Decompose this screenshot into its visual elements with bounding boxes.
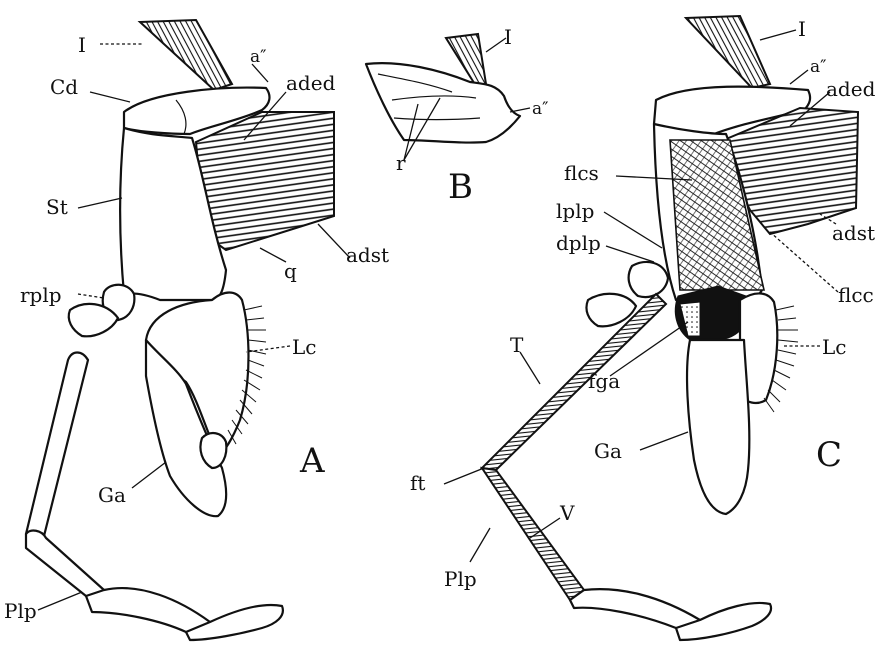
label-c-lplp: lplp [556,199,594,223]
label-c-flcc: flcc [838,283,874,307]
panel-b-cardo [366,63,520,142]
label-c-dplp: dplp [556,231,601,255]
panel-c-palp-segment-3 [570,589,700,630]
panel-a-palp-segment-4 [86,588,210,634]
panel-b-letter: B [448,167,473,207]
label-c-plp: Plp [444,567,477,591]
panel-c-palp-segment-t [482,294,666,470]
label-a-a-double-prime: a″ [250,47,267,67]
label-a-cd: Cd [50,75,78,99]
panel-a-tendon-i [140,20,232,90]
label-c-v: V [559,501,575,525]
label-c-fga: fga [588,369,620,393]
label-a-aded: aded [286,71,336,95]
label-c-t: T [510,333,524,357]
label-b-a-double-prime: a″ [532,99,549,119]
panel-a [26,20,334,640]
label-a-ga: Ga [98,483,126,507]
panel-b [366,34,520,143]
label-a-rplp: rplp [20,283,62,307]
label-c-ga: Ga [594,439,622,463]
label-a-i: I [78,33,86,57]
label-b-i: I [504,25,512,49]
panel-c-palp-segment-v [482,468,584,600]
panel-c-palpifer [629,262,668,297]
label-c-flcs: flcs [564,161,599,185]
panel-c-letter: C [816,435,842,475]
label-a-plp: Plp [4,599,37,623]
label-a-st: St [46,195,68,219]
label-c-i: I [798,17,806,41]
label-c-adst: adst [832,221,875,245]
panel-c-tendon-i [686,16,770,88]
label-a-q: q [284,259,297,283]
panel-a-palp-segment-2 [26,353,88,539]
panel-c-galea [687,340,749,514]
panel-a-adductor-muscle [196,112,334,250]
label-b-r: r [396,151,406,175]
label-c-aded: aded [826,77,876,101]
label-c-lc: Lc [822,335,846,359]
panel-a-letter: A [299,441,325,481]
panel-a-palp-segment-3 [26,531,104,598]
label-c-a-double-prime: a″ [810,57,827,77]
label-a-lc: Lc [292,335,316,359]
label-c-ft: ft [410,471,425,495]
label-a-adst: adst [346,243,389,267]
